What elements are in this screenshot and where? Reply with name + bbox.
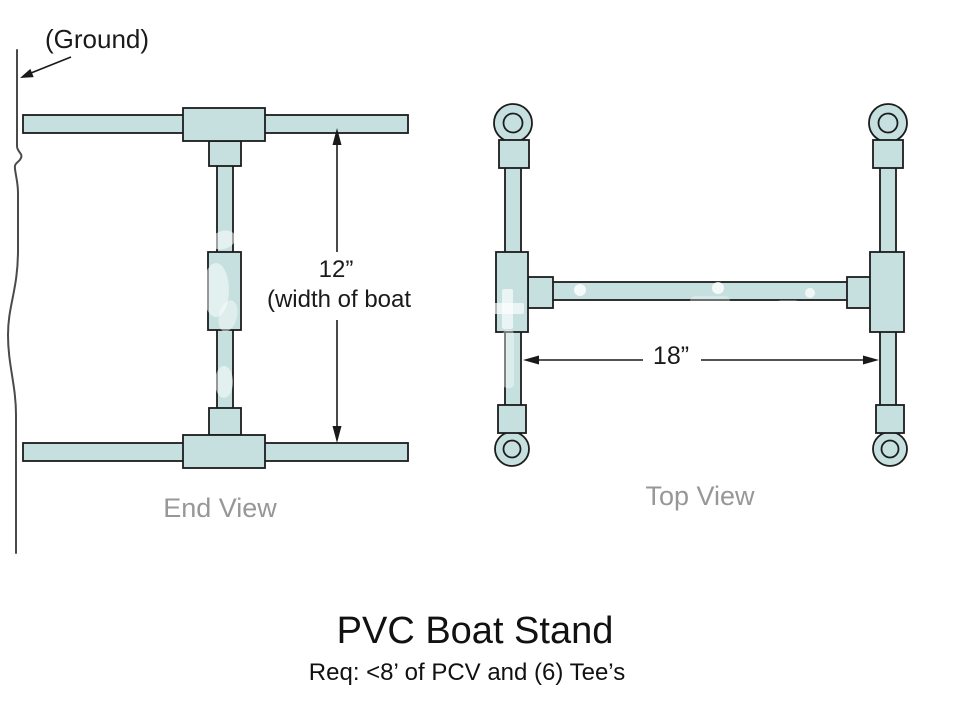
end-view-top-tee-stub: [208, 140, 242, 167]
watermark-dash: [690, 296, 730, 306]
dimension-12-inch: [332, 128, 342, 443]
diagram-subtitle: Req: <8’ of PCV and (6) Tee’s: [308, 659, 626, 686]
top-view-crossbar-stub-right: [846, 276, 873, 309]
ground-line: [6, 49, 23, 554]
dimension-18-label: 18”: [649, 343, 693, 369]
end-view-bottom-tee-stub: [208, 407, 242, 436]
end-view-drawing: [22, 107, 409, 469]
watermark-blob: [203, 263, 229, 317]
top-view-crossbar-stub-left: [527, 276, 554, 309]
watermark-dot: [574, 284, 586, 296]
width-of-boat-note: (width of boat: [266, 286, 412, 313]
top-view-right-tee: [869, 251, 905, 333]
end-view-label: End View: [163, 493, 277, 523]
diagram-title: PVC Boat Stand: [336, 610, 614, 652]
ground-label: (Ground): [45, 24, 150, 54]
top-view-stub-bottom-right: [875, 404, 905, 434]
top-view-drawing: [493, 103, 908, 467]
watermark-dot: [712, 282, 724, 294]
top-view-ring-bottom-right-bore: [880, 439, 900, 459]
watermark-plus: [502, 289, 513, 329]
watermark-streak: [503, 330, 514, 388]
dimension-12-label: 12”: [318, 256, 354, 283]
end-view-bottom-tee: [182, 434, 266, 469]
top-view-ring-top-left-bore: [502, 112, 524, 134]
top-view-stub-top-right: [872, 139, 904, 169]
dimension-12-arrowhead-up: [332, 128, 342, 145]
dimension-18-arrowhead-left: [523, 355, 539, 365]
watermark-dash: [777, 300, 799, 308]
top-view-stub-top-left: [498, 139, 530, 169]
end-view-top-tee: [182, 107, 266, 142]
watermark-blob: [210, 230, 236, 250]
watermark-blob: [215, 366, 233, 398]
dimension-12-arrowhead-down: [332, 426, 342, 443]
top-view-label: Top View: [645, 481, 755, 511]
dimension-18-inch: [523, 355, 879, 365]
top-view-stub-bottom-left: [497, 404, 527, 434]
watermark-dot: [805, 288, 815, 298]
dimension-18-arrowhead-right: [863, 355, 879, 365]
watermark-blob: [218, 300, 238, 332]
top-view-ring-top-right-bore: [877, 112, 899, 134]
watermark-artifacts: [203, 230, 815, 398]
ground-arrow: [20, 56, 72, 78]
top-view-ring-bottom-left-bore: [502, 439, 522, 459]
